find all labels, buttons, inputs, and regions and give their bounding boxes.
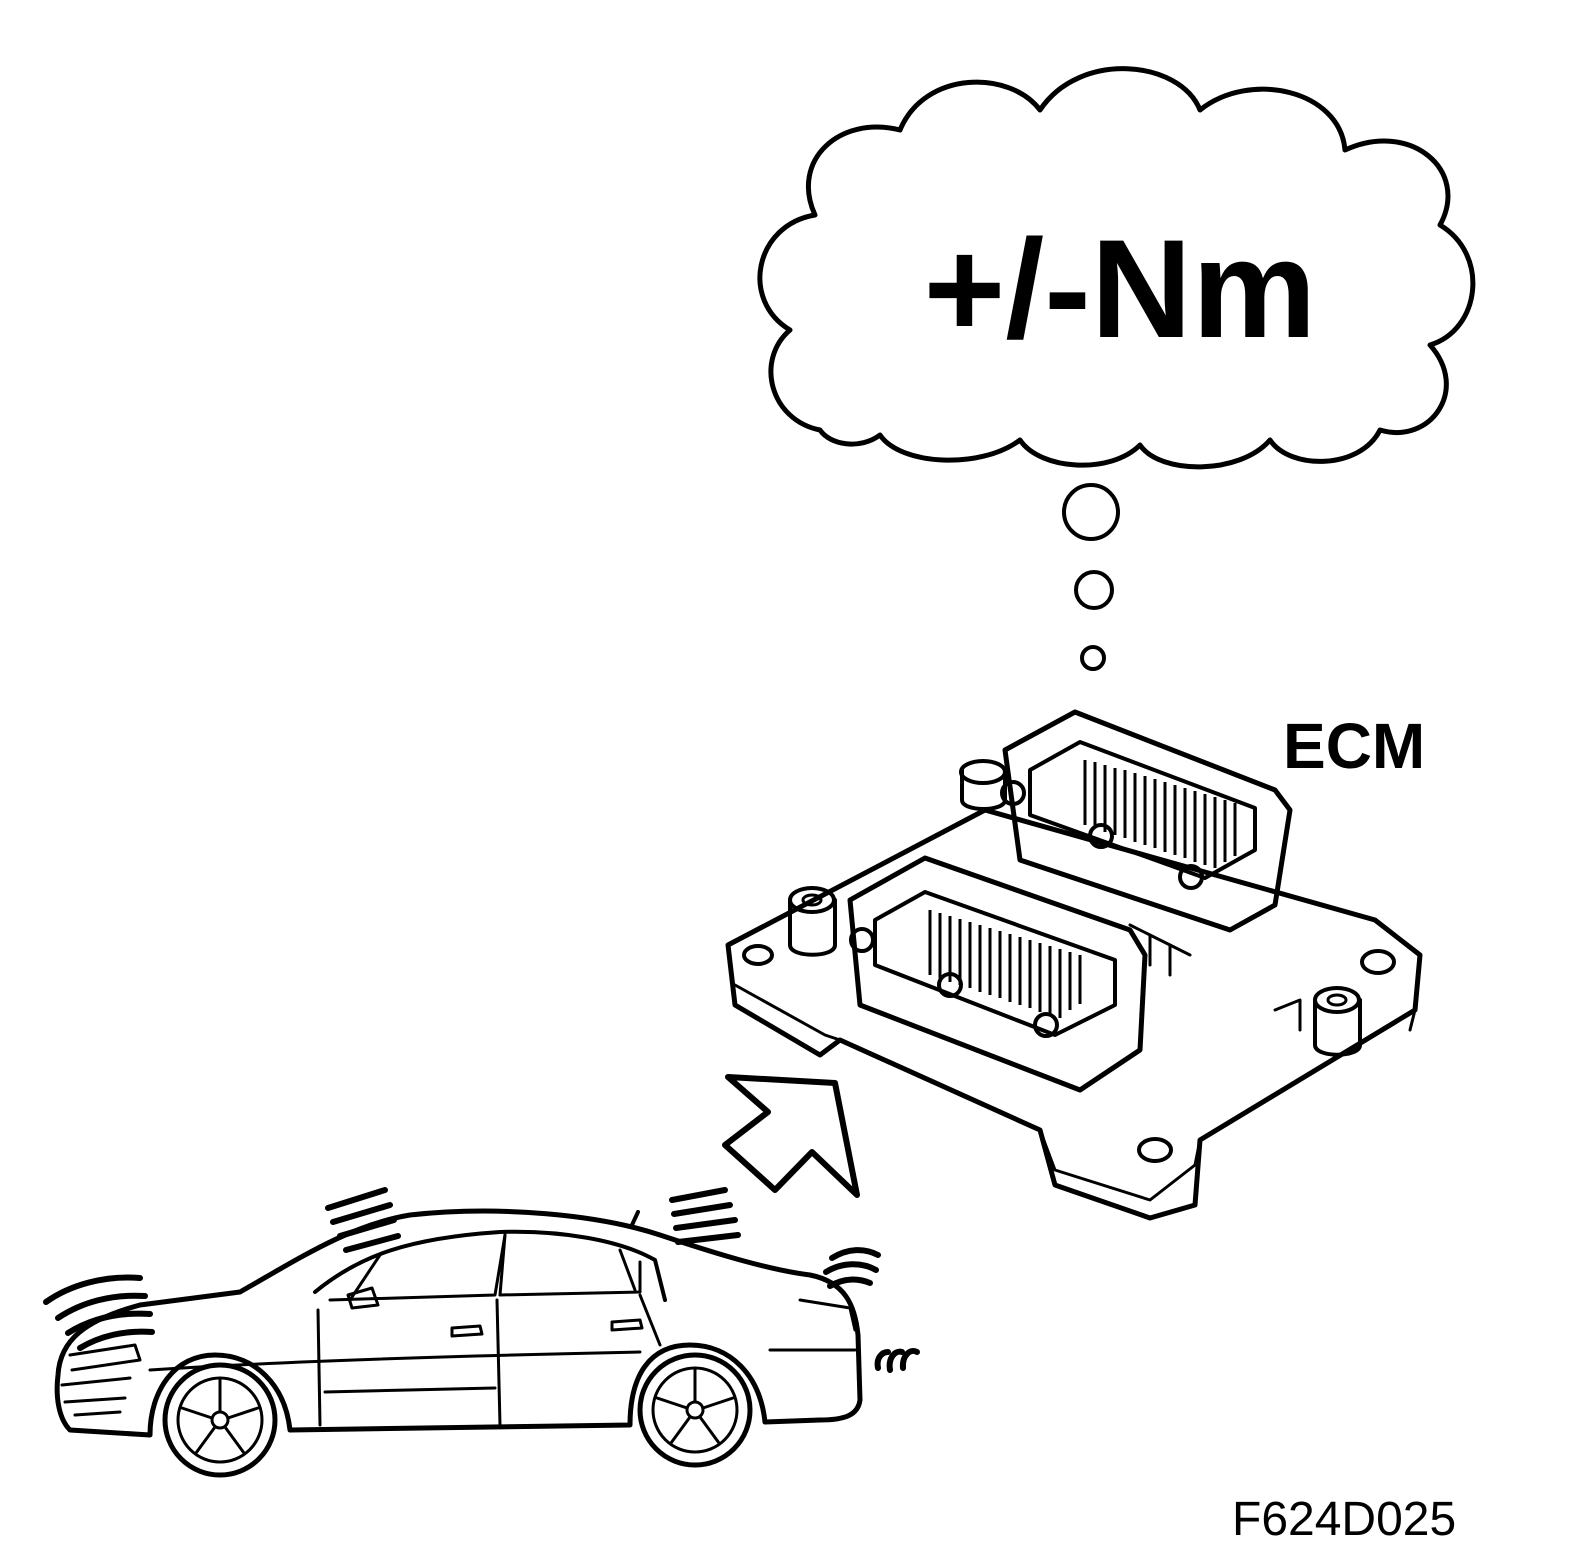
car-illustration [54, 1208, 863, 1478]
ecm-module [725, 709, 1423, 1221]
vibration-marks [43, 1187, 920, 1373]
signal-arrow-icon [722, 1074, 860, 1198]
figure-code: F624D025 [1232, 1493, 1456, 1546]
thought-text: +/-Nm [924, 210, 1317, 367]
thought-cloud [757, 66, 1476, 671]
ecm-label: ECM [1283, 710, 1425, 782]
